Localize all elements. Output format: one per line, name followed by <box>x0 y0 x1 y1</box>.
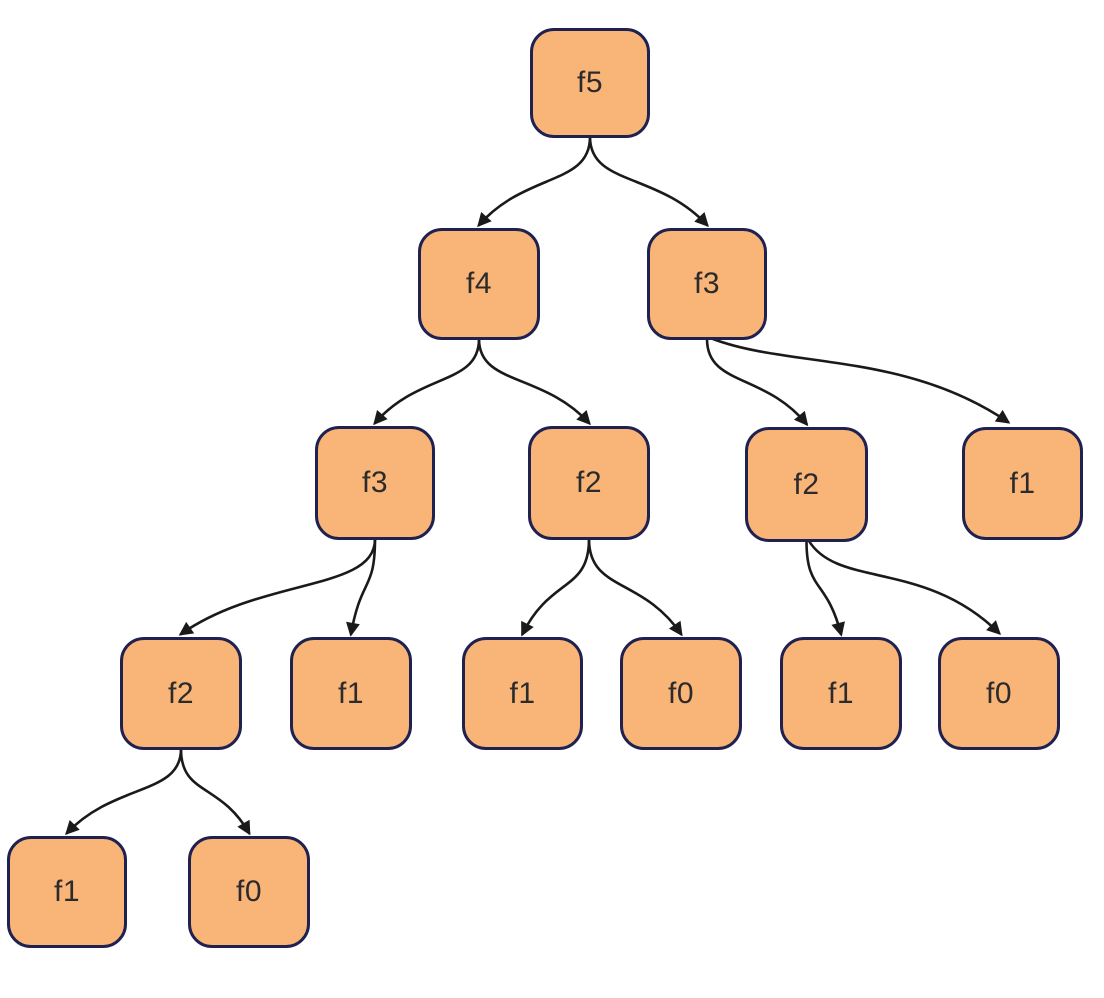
tree-edge-f2b-f0b <box>807 539 1001 635</box>
tree-node-f1e: f1 <box>7 836 127 948</box>
tree-node-f0a: f0 <box>620 637 742 750</box>
tree-edge-f4-f2a <box>477 337 591 426</box>
tree-edge-f3a-f2b <box>705 337 809 427</box>
tree-node-f0c: f0 <box>188 836 310 948</box>
node-label: f0 <box>235 875 263 908</box>
tree-node-f3a: f3 <box>647 228 767 340</box>
tree-edge-f3b-f1b <box>346 537 377 637</box>
node-label: f0 <box>667 676 695 710</box>
tree-edge-f3b-f2c <box>178 537 377 636</box>
node-label: f1 <box>1009 466 1036 500</box>
tree-edge-f2c-f0c <box>179 747 251 836</box>
tree-edge-f2a-f0a <box>587 537 683 637</box>
tree-edge-f2b-f1d <box>805 539 845 637</box>
tree-node-f1b: f1 <box>290 637 412 750</box>
tree-edge-f2c-f1e <box>65 747 183 836</box>
node-label: f3 <box>361 466 389 499</box>
node-label: f3 <box>693 267 721 300</box>
tree-node-f1c: f1 <box>462 637 583 750</box>
node-label: f1 <box>337 676 365 710</box>
tree-node-f4: f4 <box>418 228 540 340</box>
node-label: f1 <box>827 676 855 710</box>
tree-node-f1a: f1 <box>962 427 1083 540</box>
node-label: f5 <box>576 66 604 99</box>
tree-node-f2a: f2 <box>528 426 650 540</box>
tree-edge-f5-f3a <box>588 135 709 228</box>
node-label: f2 <box>793 467 820 501</box>
node-label: f0 <box>985 676 1013 710</box>
node-label: f2 <box>575 466 603 499</box>
tree-node-f2b: f2 <box>745 427 868 542</box>
tree-edge-f2a-f1c <box>521 537 591 637</box>
node-label: f4 <box>465 267 493 300</box>
tree-edge-f3a-f1a <box>711 337 1011 424</box>
tree-node-f5: f5 <box>530 28 650 138</box>
node-label: f1 <box>509 676 536 710</box>
tree-node-f3b: f3 <box>315 426 435 540</box>
node-label: f1 <box>53 875 81 908</box>
node-label: f2 <box>167 676 195 710</box>
tree-node-f0b: f0 <box>938 637 1060 750</box>
tree-node-f2c: f2 <box>120 637 242 750</box>
tree-node-f1d: f1 <box>780 637 902 750</box>
tree-edge-f5-f4 <box>477 135 592 228</box>
tree-edge-f4-f3b <box>373 337 481 426</box>
